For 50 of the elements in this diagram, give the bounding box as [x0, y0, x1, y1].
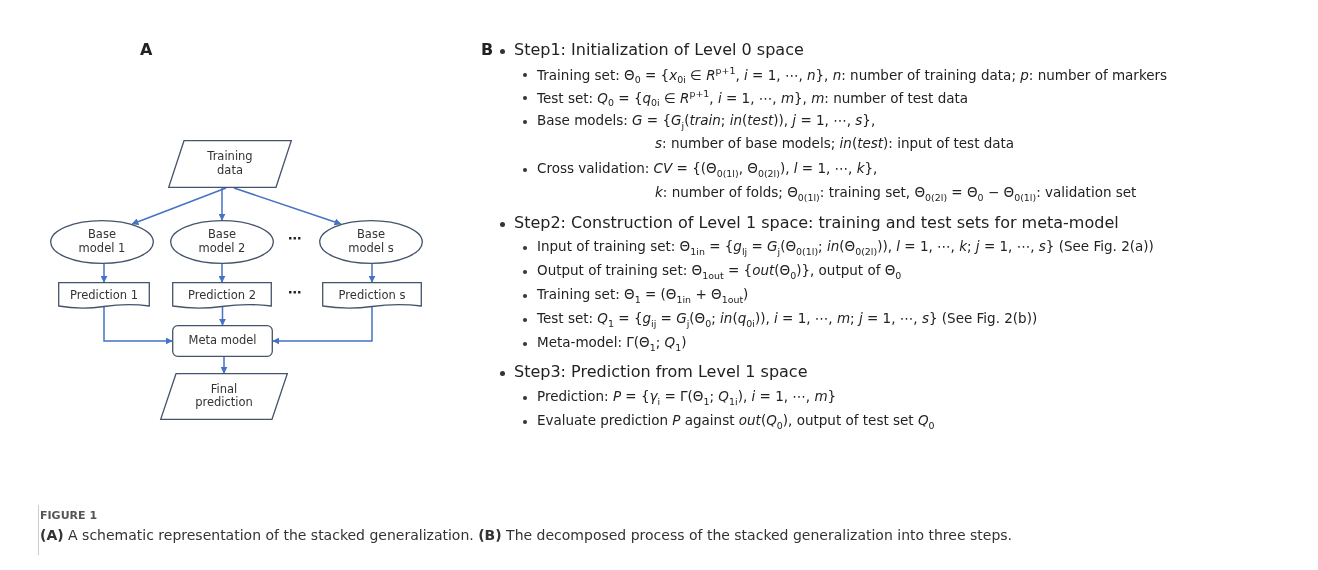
- step-heading: Step3: Prediction from Level 1 space: [514, 362, 808, 381]
- bullet-text: Meta-model: Γ(Θ$_{1}$; Q$_{1}$): [537, 334, 687, 353]
- bullet-text: Training set: Θ$_{0}$ = {x$_{0i}$ ∈ R$^{p+1}$, i = 1, ⋯, n}, n: number of training data; p: number of markers: [537, 65, 1168, 86]
- data-parallelogram: [168, 140, 292, 188]
- model-ellipse: [50, 220, 154, 264]
- arrow: [368, 263, 376, 283]
- document-box: [322, 282, 422, 309]
- bullet-text: Training set: Θ$_{1}$ = (Θ$_{1in}$ + Θ$_{1out}$): [537, 286, 749, 305]
- figure-number: FIGURE 1: [40, 509, 98, 522]
- bullet-text: Output of training set: Θ$_{1out}$ = {out(Θ$_{0}$)}, output of Θ$_{0}$: [537, 262, 902, 281]
- process-box: [172, 325, 273, 357]
- node-label: Base model 2: [197, 228, 247, 256]
- arrow: [219, 306, 226, 326]
- figure-caption: (A) A schematic representation of the stacked generalization. (B) The decomposed process of the stacked generalization into three steps.: [40, 527, 1013, 543]
- node-label: Prediction 2: [187, 288, 257, 303]
- ellipsis: ⋯: [288, 230, 302, 246]
- arrow: [272, 306, 373, 345]
- step-heading: Step1: Initialization of Level 0 space: [514, 40, 804, 59]
- document-box: [172, 282, 272, 309]
- arrow: [218, 187, 226, 221]
- panel-letter: B: [481, 40, 494, 59]
- node-label: Prediction 1: [69, 288, 139, 303]
- ellipsis: ⋯: [288, 284, 302, 300]
- node-label: Final prediction: [194, 382, 254, 411]
- bullet-text: Evaluate prediction P against out(Q$_{0}$), output of test set Q$_{0}$: [537, 412, 935, 431]
- bullet-text: s: number of base models; in(test): input of test data: [655, 135, 1015, 151]
- arrow: [233, 187, 342, 226]
- document-box: [58, 282, 150, 309]
- panel-letter: A: [140, 40, 153, 59]
- node-label: Prediction s: [338, 288, 406, 303]
- arrow: [131, 187, 227, 225]
- node-label: Meta model: [188, 334, 257, 348]
- arrow: [100, 263, 108, 283]
- bullet-text: Base models: G = {G$_{j}$(train; in(test)), j = 1, ⋯, s},: [537, 112, 876, 131]
- node-label: Base model s: [347, 228, 395, 256]
- model-ellipse: [170, 220, 274, 264]
- bullet-text: Prediction: P = {γ$_{i}$ = Γ(Θ$_{1}$; Q$_{1i}$), i = 1, ⋯, m}: [537, 388, 837, 407]
- bullet-text: Test set: Q$_{0}$ = {q$_{0i}$ ∈ R$^{p+1}$, i = 1, ⋯, m}, m: number of test data: [537, 88, 969, 109]
- model-ellipse: [319, 220, 423, 264]
- node-label: Training data: [206, 150, 254, 178]
- bullet-text: Input of training set: Θ$_{1in}$ = {g$_{lj}$ = G$_{j}$(Θ$_{0(1l)}$; in(Θ$_{0(2l)}$)), l = 1, ⋯, k; j = 1, ⋯, s} (See Fig. 2(a)): [537, 238, 1154, 257]
- bullet-text: Cross validation: CV = {(Θ$_{0(1l)}$, Θ$_{0(2l)}$), l = 1, ⋯, k},: [537, 160, 878, 179]
- arrow: [103, 306, 173, 345]
- arrow: [220, 356, 228, 374]
- arrow: [218, 263, 226, 283]
- bullet-text: Test set: Q$_{1}$ = {g$_{ij}$ = G$_{j}$(Θ$_{0}$; in(q$_{0i}$)), i = 1, ⋯, m; j = 1, ⋯, s} (See Fig. 2(b)): [537, 310, 1038, 329]
- bullet-text: k: number of folds; Θ$_{0(1l)}$: training set, Θ$_{0(2l)}$ = Θ$_{0}$ − Θ$_{0(1l)}$: validation set: [655, 184, 1137, 203]
- data-parallelogram: [160, 373, 288, 420]
- node-label: Base model 1: [77, 228, 127, 256]
- step-heading: Step2: Construction of Level 1 space: training and test sets for meta-model: [514, 213, 1119, 232]
